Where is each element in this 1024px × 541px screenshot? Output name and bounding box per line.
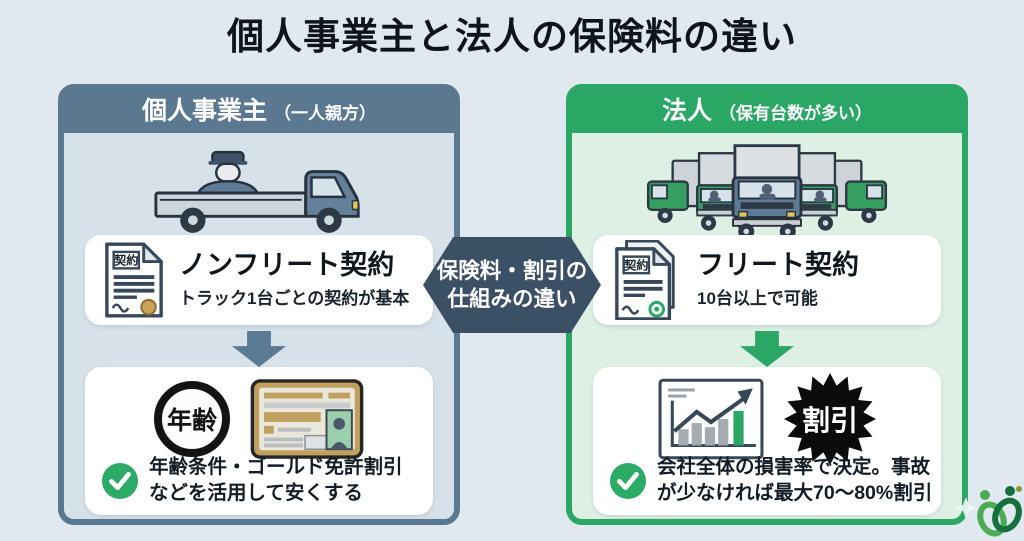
single-truck-illustration (64, 134, 454, 240)
starburst-icon (784, 373, 876, 465)
drivers-license-icon (250, 379, 364, 459)
individual-panel-header: 個人事業主 （一人親方） (63, 89, 455, 133)
comparison-arrow-badge: 保険料・割引の 仕組みの違い (423, 237, 601, 333)
individual-discount-icons: 年齢 (85, 367, 433, 461)
age-badge: 年齢 (154, 381, 230, 457)
fleet-contract-title: フリート契約 (697, 249, 859, 280)
individual-discount-card: 年齢 年齢条件・ゴールド免許割引 などを活用して安くする (85, 367, 433, 515)
contract-document-icon: 契約 (105, 242, 163, 318)
discount-burst-label: 割引 (801, 405, 858, 436)
site-logo-watermark (955, 486, 1022, 537)
comparison-arrow-line2: 仕組みの違い (447, 287, 577, 311)
comparison-arrow-line1: 保険料・割引の (436, 258, 588, 283)
fleet-contract-card: 契約 フリート契約 10台以上で可能 (593, 235, 941, 325)
page-title: 個人事業主と法人の保険料の違い (227, 16, 797, 57)
corporate-panel-header: 法人 （保有台数が多い） (571, 89, 963, 133)
contract-doc-label: 契約 (113, 253, 138, 268)
nonfleet-contract-title: ノンフリート契約 (179, 249, 395, 280)
nonfleet-contract-subtitle: トラック1台ごとの契約が基本 (179, 289, 410, 309)
individual-check-text: 年齢条件・ゴールド免許割引 などを活用して安くする (149, 456, 403, 504)
corporate-check-text: 会社全体の損害率で決定。事故 が少なければ最大70〜80%割引 (657, 456, 933, 504)
truck-with-driver-icon (154, 150, 360, 233)
individual-panel-subtitle: （一人親方） (274, 104, 376, 123)
contract-doc-label: 契約 (623, 257, 648, 272)
check-icon (101, 462, 139, 499)
check-icon (609, 462, 647, 499)
corporate-panel-subtitle: （保有台数が多い） (719, 104, 872, 123)
contract-documents-stack-icon: 契約 (615, 240, 675, 320)
corporate-discount-card: 割引 会社全体の損害率で決定。事故 が少なければ最大70〜80%割引 (593, 367, 941, 515)
corporate-discount-icons: 割引 (593, 367, 941, 465)
nonfleet-contract-card: 契約 ノンフリート契約 トラック1台ごとの契約が基本 (85, 235, 433, 325)
corporate-check-row: 会社全体の損害率で決定。事故 が少なければ最大70〜80%割引 (609, 455, 932, 506)
individual-panel-title: 個人事業主 (141, 97, 267, 125)
individual-check-row: 年齢条件・ゴールド免許割引 などを活用して安くする (101, 455, 403, 506)
truck-fleet-icon (646, 144, 888, 240)
truck-fleet-illustration (572, 134, 962, 240)
discount-burst-badge: 割引 (784, 373, 876, 465)
rising-bar-chart-icon (658, 378, 764, 460)
fleet-contract-subtitle: 10台以上で可能 (697, 289, 818, 309)
corporate-panel-title: 法人 (661, 97, 712, 125)
